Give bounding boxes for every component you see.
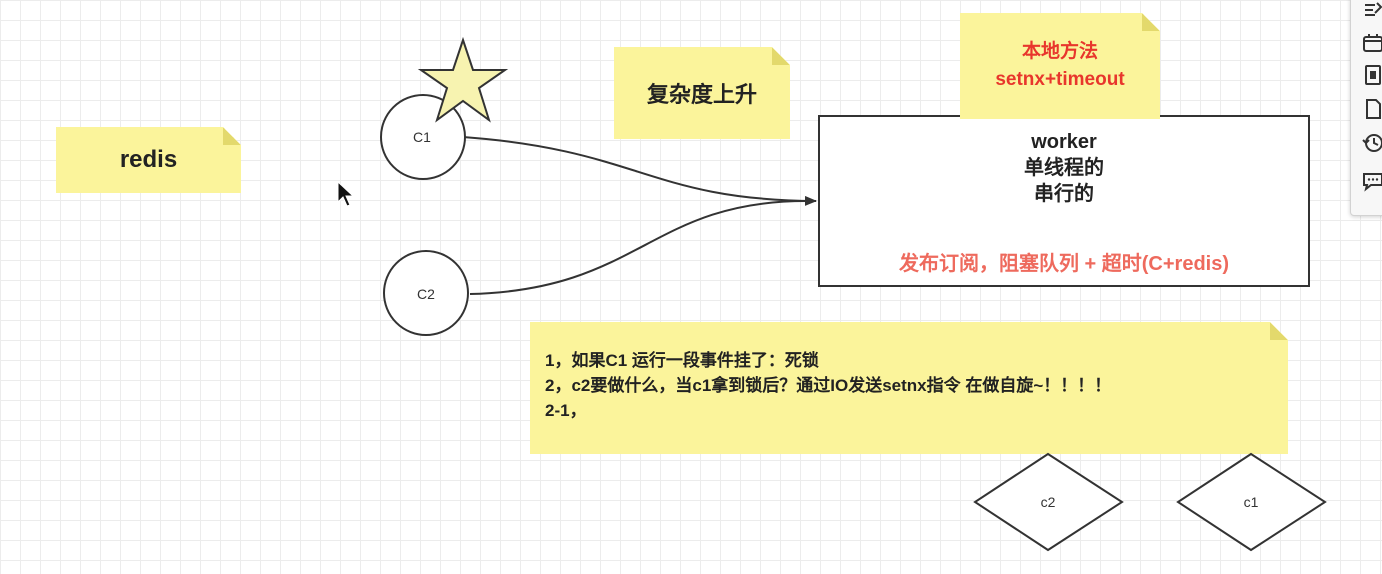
page-icon[interactable]: [1361, 97, 1382, 121]
local-method-detail: setnx+timeout: [995, 69, 1125, 90]
worker-box[interactable]: worker 单线程的 串行的 发布订阅，阻塞队列 + 超时(C+redis): [818, 115, 1310, 287]
c2-diamond-node[interactable]: [973, 452, 1124, 552]
c1-circle-label: C1: [413, 129, 431, 145]
copy-icon[interactable]: [1361, 63, 1382, 87]
c2-circle-label: C2: [417, 286, 435, 302]
c1-diamond-node[interactable]: [1176, 452, 1327, 552]
point-line-3: 2-1，: [545, 401, 587, 420]
history-icon[interactable]: [1361, 131, 1382, 155]
point-line-1: 1，如果C1 运行一段事件挂了：死锁: [545, 351, 819, 370]
local-method-sticky-note[interactable]: 本地方法 setnx+timeout: [960, 13, 1160, 119]
complexity-note-text: 复杂度上升: [646, 82, 757, 107]
c2-circle-node[interactable]: [383, 250, 469, 336]
worker-serial: 串行的: [1034, 183, 1094, 205]
mouse-cursor-icon: [337, 180, 355, 207]
redis-sticky-note[interactable]: redis: [56, 127, 241, 193]
worker-solutions-text: 发布订阅，阻塞队列 + 超时(C+redis): [898, 253, 1230, 275]
deadlock-points-sticky-note[interactable]: 1，如果C1 运行一段事件挂了：死锁 2，c2要做什么，当c1拿到锁后？通过IO…: [530, 322, 1288, 454]
c2-diamond-label: c2: [1040, 494, 1056, 510]
comment-icon[interactable]: [1361, 169, 1382, 193]
right-toolbar: [1350, 0, 1382, 216]
style-icon[interactable]: [1361, 0, 1382, 23]
c2-to-worker-connector[interactable]: [469, 200, 807, 295]
redis-note-text: redis: [119, 146, 178, 173]
calendar-icon[interactable]: [1361, 31, 1382, 55]
worker-single-thread: 单线程的: [1024, 157, 1104, 179]
local-method-title: 本地方法: [1021, 41, 1098, 62]
point-line-2: 2，c2要做什么，当c1拿到锁后？通过IO发送setnx指令 在做自旋~！！！！: [545, 376, 1112, 395]
worker-title: worker: [1031, 131, 1097, 153]
c1-diamond-label: c1: [1243, 494, 1259, 510]
star-shape[interactable]: [417, 36, 509, 123]
c1-to-worker-connector[interactable]: [462, 136, 817, 206]
